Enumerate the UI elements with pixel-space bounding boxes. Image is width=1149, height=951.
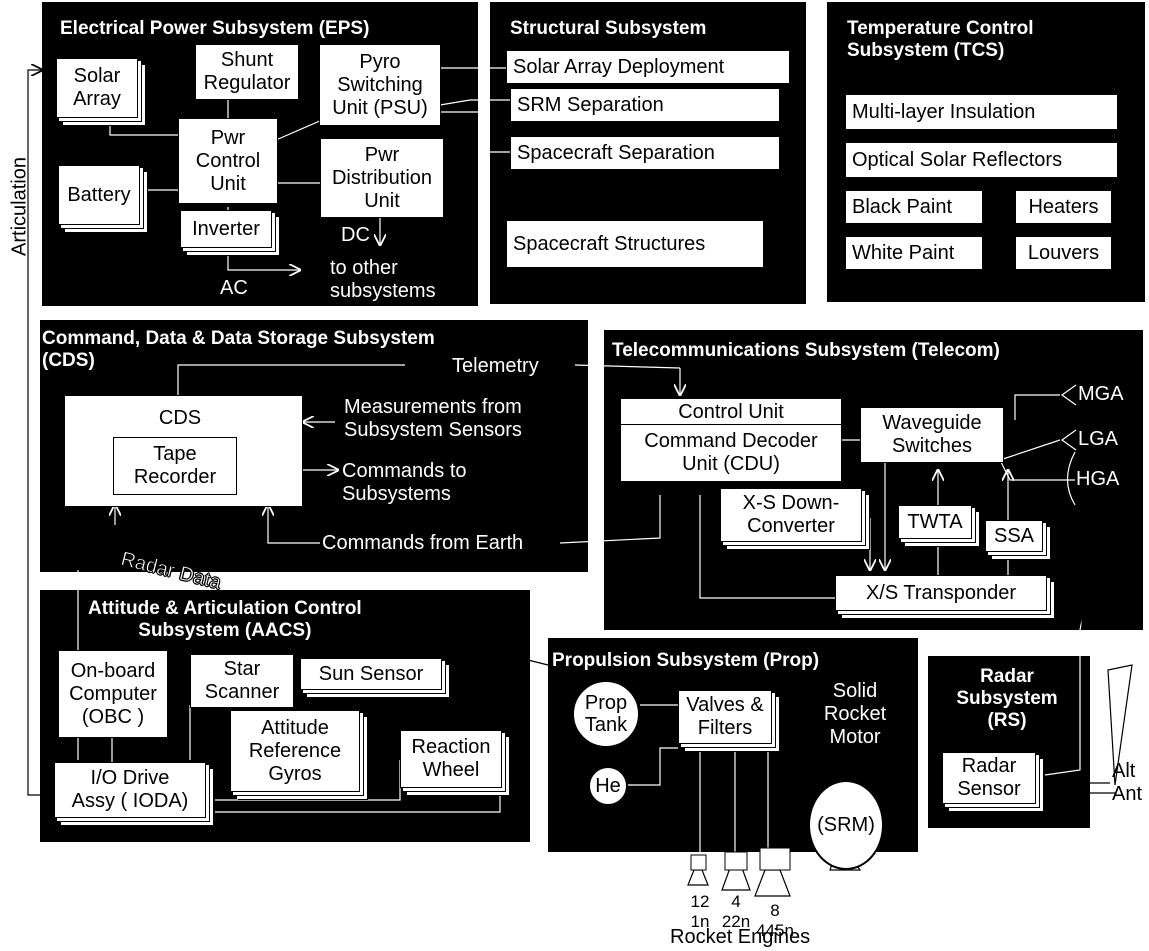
telecom-title: Telecommunications Subsystem (Telecom): [612, 340, 1000, 361]
radar-sensor-box: Radar Sensor: [942, 752, 1036, 804]
engine-445n-label: 8 445n: [756, 901, 794, 940]
solar-array-box: Solar Array: [56, 58, 138, 118]
ioda-box: I/O Drive Assy ( IODA): [54, 762, 206, 818]
engine-22n-body: [724, 851, 748, 871]
hga-label: HGA: [1076, 468, 1120, 490]
dc-label: DC: [341, 224, 370, 246]
heaters-box: Heaters: [1015, 190, 1112, 224]
valves-filters-box: Valves & Filters: [678, 690, 772, 744]
multi-layer-insulation-box: Multi-layer Insulation: [845, 94, 1118, 130]
xs-downconverter-box: X-S Down- Converter: [720, 488, 862, 542]
spacecraft-structures-box: Spacecraft Structures: [506, 220, 764, 268]
commands-from-earth-label: Commands from Earth: [322, 532, 524, 554]
telemetry-label: Telemetry: [452, 355, 539, 377]
louvers-box: Louvers: [1015, 236, 1112, 270]
battery-box: Battery: [58, 165, 140, 225]
shunt-regulator-box: Shunt Regulator: [195, 44, 299, 100]
optical-solar-reflectors-box: Optical Solar Reflectors: [845, 142, 1118, 178]
cdu-box: Command Decoder Unit (CDU): [620, 424, 842, 482]
attitude-gyros-box: Attitude Reference Gyros: [230, 710, 360, 792]
measurements-label: Measurements from Subsystem Sensors: [344, 396, 522, 441]
sun-sensor-box: Sun Sensor: [300, 658, 442, 690]
engine-22n-label: 4 22n: [721, 892, 751, 931]
prop-title: Propulsion Subsystem (Prop): [552, 650, 820, 671]
ssa-box: SSA: [985, 520, 1043, 552]
commands-to-label: Commands to Subsystems: [342, 460, 467, 505]
helium-tank: He: [588, 766, 628, 806]
cds-title: Command, Data & Data Storage Subsystem (…: [42, 328, 435, 371]
control-unit-box: Control Unit: [620, 398, 842, 426]
cds-box-label: CDS: [158, 407, 202, 429]
spacecraft-separation-box: Spacecraft Separation: [510, 136, 780, 170]
black-paint-box: Black Paint: [845, 190, 983, 224]
obc-box: On-board Computer (OBC ): [58, 650, 168, 738]
structural-title: Structural Subsystem: [510, 18, 707, 39]
reaction-wheel-box: Reaction Wheel: [400, 730, 502, 788]
engine-445n-body: [759, 847, 791, 871]
solar-array-deployment-box: Solar Array Deployment: [506, 50, 790, 84]
prop-tank: Prop Tank: [572, 680, 640, 748]
articulation-label: Articulation: [8, 157, 31, 256]
eps-title: Electrical Power Subsystem (EPS): [60, 18, 370, 39]
alt-ant-label: Alt Ant: [1112, 760, 1143, 805]
xs-transponder-box: X/S Transponder: [835, 575, 1047, 611]
engine-1n-label: 12 1n: [690, 892, 710, 931]
ac-label: AC: [220, 277, 248, 299]
pwr-distribution-box: Pwr Distribution Unit: [320, 138, 444, 218]
srm-motor: (SRM): [808, 780, 884, 870]
pwr-control-unit-box: Pwr Control Unit: [178, 118, 278, 204]
waveguide-switches-box: Waveguide Switches: [860, 407, 1004, 463]
srm-title-label: Solid Rocket Motor: [823, 680, 887, 748]
to-other-subsystems-label: to other subsystems: [330, 257, 436, 302]
srm-separation-box: SRM Separation: [510, 88, 780, 122]
mga-label: MGA: [1078, 383, 1124, 405]
twta-box: TWTA: [898, 505, 972, 539]
tape-recorder-box: Tape Recorder: [113, 437, 237, 495]
white-paint-box: White Paint: [845, 236, 983, 270]
radar-title: Radar Subsystem (RS): [956, 666, 1058, 731]
pyro-switching-box: Pyro Switching Unit (PSU): [319, 44, 441, 126]
engine-1n-body: [690, 854, 707, 871]
tcs-title: Temperature Control Subsystem (TCS): [847, 18, 1034, 61]
star-scanner-box: Star Scanner: [190, 654, 294, 708]
lga-label: LGA: [1078, 428, 1119, 450]
inverter-box: Inverter: [180, 210, 272, 248]
rocket-engines-label: Rocket Engines: [670, 926, 811, 948]
aacs-title: Attitude & Articulation Control Subsyste…: [88, 598, 362, 641]
